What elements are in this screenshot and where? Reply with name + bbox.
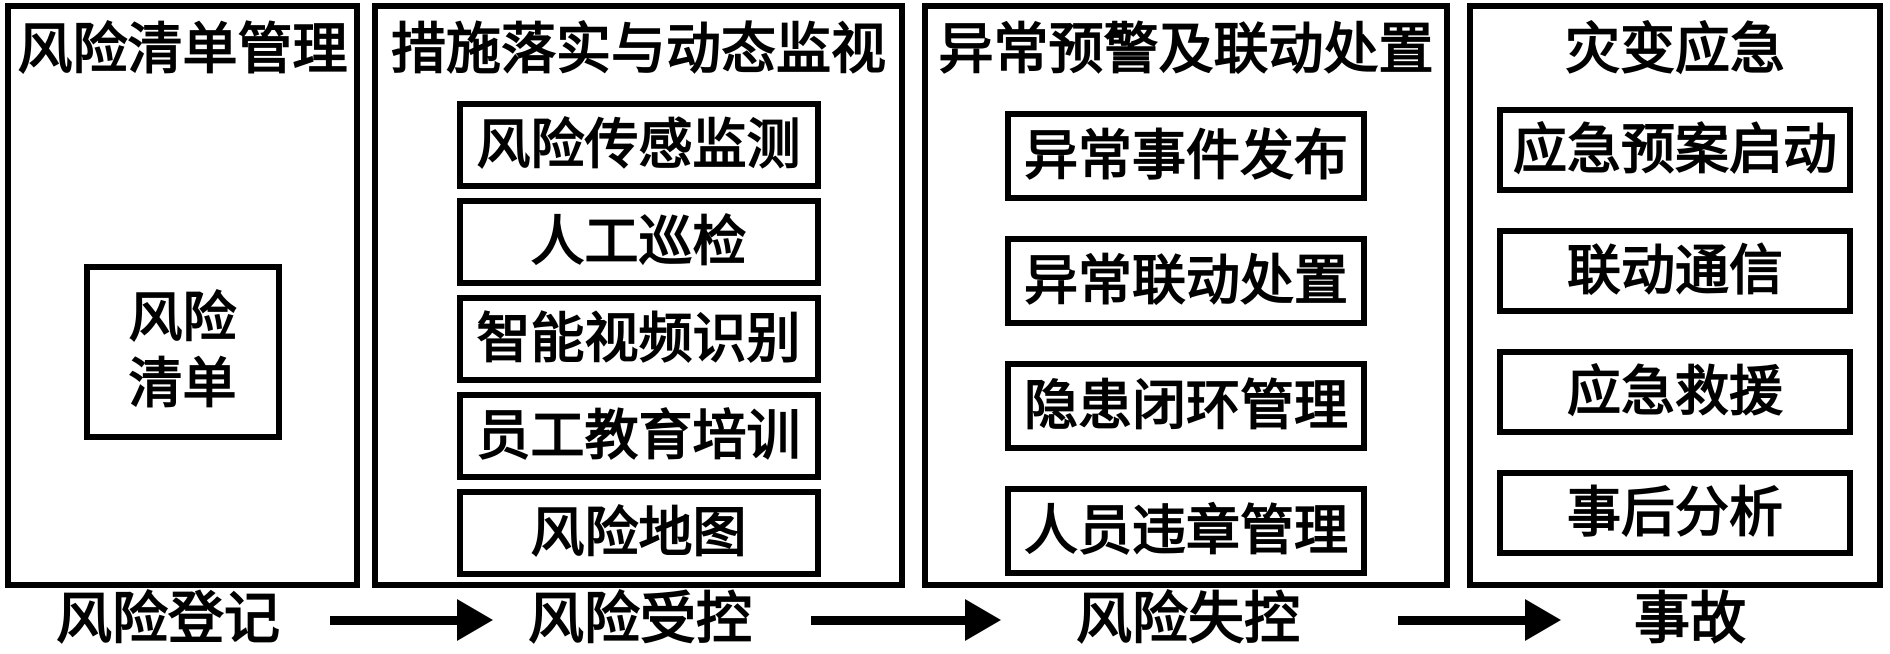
box-abnormal-event-release: 异常事件发布 [1005, 111, 1367, 201]
box-personnel-violation-management: 人员违章管理 [1005, 486, 1367, 576]
box-risk-list: 风险 清单 [83, 264, 282, 440]
panel-abnormal-warning-linkage-disposal: 异常预警及联动处置 异常事件发布 异常联动处置 隐患闭环管理 人员违章管理 [922, 3, 1450, 588]
box-employee-education-training: 员工教育培训 [456, 392, 821, 480]
stage-label-risk-controlled: 风险受控 [528, 589, 752, 651]
box-emergency-rescue: 应急救援 [1497, 349, 1853, 435]
panel-body: 风险 清单 [11, 101, 354, 582]
panel-body: 风险传感监测 人工巡检 智能视频识别 员工教育培训 风险地图 [378, 101, 899, 582]
arrow-shaft [811, 615, 965, 625]
flow-arrow-icon [811, 588, 1001, 652]
panel-risk-list-management: 风险清单管理 风险 清单 [5, 3, 360, 588]
arrow-shaft [330, 615, 457, 625]
panel-body: 异常事件发布 异常联动处置 隐患闭环管理 人员违章管理 [928, 101, 1444, 582]
panel-title-disaster-emergency: 灾变应急 [1564, 19, 1785, 80]
panel-title-measure-implementation: 措施落实与动态监视 [390, 19, 886, 80]
box-abnormal-linkage-disposal: 异常联动处置 [1005, 236, 1367, 326]
box-risk-sensor-monitoring: 风险传感监测 [456, 101, 821, 189]
arrow-head [1525, 599, 1561, 641]
arrow-shaft [1398, 615, 1525, 625]
panel-row: 风险清单管理 风险 清单 措施落实与动态监视 风险传感监测 人工巡检 智能视频识… [5, 3, 1883, 588]
panel-body: 应急预案启动 联动通信 应急救援 事后分析 [1473, 101, 1877, 582]
flow-arrow-icon [1398, 588, 1561, 652]
panel-disaster-emergency: 灾变应急 应急预案启动 联动通信 应急救援 事后分析 [1467, 3, 1883, 588]
stage-label-risk-registration: 风险登记 [56, 589, 280, 651]
stage-flow-row: 风险登记 风险受控 风险失控 事故 [0, 588, 1890, 654]
panel-title-risk-list-management: 风险清单管理 [17, 19, 348, 80]
stage-label-risk-out-of-control: 风险失控 [1076, 589, 1300, 651]
box-emergency-plan-activation: 应急预案启动 [1497, 107, 1853, 193]
stage-label-accident: 事故 [1634, 589, 1746, 651]
box-risk-map: 风险地图 [456, 489, 821, 577]
panel-title-abnormal-warning: 异常预警及联动处置 [938, 19, 1434, 80]
box-manual-inspection: 人工巡检 [456, 198, 821, 286]
box-intelligent-video-recognition: 智能视频识别 [456, 295, 821, 383]
panel-measure-implementation-dynamic-monitoring: 措施落实与动态监视 风险传感监测 人工巡检 智能视频识别 员工教育培训 风险地图 [372, 3, 905, 588]
box-hidden-danger-closed-loop-management: 隐患闭环管理 [1005, 361, 1367, 451]
box-linkage-communication: 联动通信 [1497, 228, 1853, 314]
arrow-head [457, 599, 493, 641]
box-post-event-analysis: 事后分析 [1497, 470, 1853, 556]
flow-arrow-icon [330, 588, 493, 652]
arrow-head [965, 599, 1001, 641]
